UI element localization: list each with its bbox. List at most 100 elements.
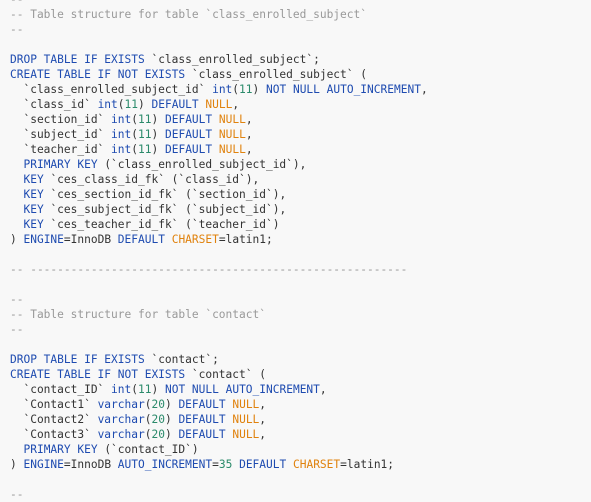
code-line: `contact_ID` int(11) NOT NULL AUTO_INCRE…	[10, 382, 591, 397]
sql-text: (`contact_ID`)	[97, 443, 199, 456]
sql-text: `class_enrolled_subject_id`	[10, 83, 213, 96]
sql-literal: NULL	[205, 98, 233, 111]
sql-text: `contact` (	[185, 368, 266, 381]
sql-text: )	[151, 383, 165, 396]
sql-keyword: KEY	[23, 203, 44, 216]
sql-text: ,	[232, 98, 240, 111]
sql-text	[10, 218, 23, 231]
sql-keyword: DEFAULT	[164, 128, 213, 141]
sql-text: )	[164, 398, 179, 411]
sql-comment: --	[10, 293, 24, 306]
code-line: CREATE TABLE IF NOT EXISTS `contact` (	[10, 367, 591, 382]
sql-text	[10, 158, 23, 171]
sql-text: =latin1;	[218, 233, 273, 246]
sql-text	[10, 443, 23, 456]
sql-keyword: PRIMARY KEY	[23, 158, 98, 171]
sql-keyword: DEFAULT	[239, 458, 287, 471]
code-line: ​	[10, 472, 591, 487]
sql-keyword: KEY	[23, 218, 44, 231]
sql-comment: -- Table structure for table `contact`	[10, 308, 266, 321]
sql-text: (	[131, 128, 139, 141]
sql-keyword: DEFAULT	[164, 143, 213, 156]
sql-keyword: ENGINE	[23, 458, 64, 471]
sql-text: (`class_enrolled_subject_id`),	[97, 158, 307, 171]
code-line: --	[10, 322, 591, 337]
sql-type: varchar	[97, 413, 145, 426]
sql-text: ,	[245, 113, 253, 126]
sql-text	[212, 113, 219, 126]
sql-text: `subject_id`	[10, 128, 112, 141]
sql-literal: NULL	[218, 113, 246, 126]
sql-literal: NULL	[232, 428, 260, 441]
sql-text: )	[151, 128, 165, 141]
code-line: --	[10, 22, 591, 37]
code-line: PRIMARY KEY (`class_enrolled_subject_id`…	[10, 157, 591, 172]
sql-text: `Contact2`	[10, 413, 98, 426]
sql-keyword: PRIMARY KEY	[23, 443, 98, 456]
sql-text: )	[10, 233, 24, 246]
code-line: ​	[10, 247, 591, 262]
sql-text: `class_id`	[10, 98, 98, 111]
sql-literal: CHARSET	[171, 233, 219, 246]
sql-text: ,	[259, 428, 267, 441]
sql-text	[286, 458, 293, 471]
code-line: -- Table structure for table `class_enro…	[10, 7, 591, 22]
code-line: CREATE TABLE IF NOT EXISTS `class_enroll…	[10, 67, 591, 82]
sql-text	[212, 143, 219, 156]
sql-keyword: KEY	[23, 188, 44, 201]
sql-text: ,	[245, 143, 253, 156]
code-line: `subject_id` int(11) DEFAULT NULL,	[10, 127, 591, 142]
sql-text: =	[212, 458, 219, 471]
sql-type: int	[111, 128, 132, 141]
sql-keyword: CREATE TABLE IF NOT EXISTS	[10, 368, 186, 381]
sql-keyword: ENGINE	[23, 233, 64, 246]
code-line: -- -------------------------------------…	[10, 262, 591, 277]
sql-code-block: ---- Table structure for table `class_en…	[10, 0, 591, 502]
code-line: `Contact1` varchar(20) DEFAULT NULL,	[10, 397, 591, 412]
sql-number: 11	[138, 143, 152, 156]
sql-number: 11	[138, 383, 152, 396]
sql-text: ,	[259, 413, 267, 426]
sql-comment: -- -------------------------------------…	[10, 263, 408, 276]
sql-literal: NULL	[218, 128, 246, 141]
sql-text: (	[232, 83, 240, 96]
sql-keyword: AUTO_INCREMENT	[117, 458, 213, 471]
sql-text: =InnoDB	[63, 458, 118, 471]
code-line: --	[10, 487, 591, 502]
sql-text: `contact_ID`	[10, 383, 112, 396]
sql-literal: NULL	[232, 413, 260, 426]
sql-comment: --	[10, 323, 24, 336]
sql-text: )	[10, 458, 24, 471]
code-line: `class_enrolled_subject_id` int(11) NOT …	[10, 82, 591, 97]
code-line: DROP TABLE IF EXISTS `class_enrolled_sub…	[10, 52, 591, 67]
sql-text: `ces_class_id_fk` (`class_id`),	[43, 173, 260, 186]
sql-literal: CHARSET	[292, 458, 341, 471]
sql-text: )	[151, 143, 165, 156]
sql-keyword: DEFAULT	[178, 428, 226, 441]
sql-comment: --	[10, 488, 24, 501]
code-line: DROP TABLE IF EXISTS `contact`;	[10, 352, 591, 367]
sql-number: 11	[138, 128, 152, 141]
sql-keyword: DROP TABLE IF EXISTS	[10, 353, 145, 366]
code-line: -- Table structure for table `contact`	[10, 307, 591, 322]
sql-text: `class_enrolled_subject`;	[144, 53, 320, 66]
code-line: --	[10, 0, 591, 7]
sql-number: 11	[124, 98, 139, 111]
sql-type: int	[111, 383, 132, 396]
sql-keyword: NOT NULL AUTO_INCREMENT	[164, 383, 320, 396]
sql-text: `Contact1`	[10, 398, 98, 411]
sql-keyword: DEFAULT	[164, 113, 213, 126]
sql-text: ,	[420, 83, 428, 96]
sql-text	[10, 203, 23, 216]
sql-keyword: DEFAULT	[151, 98, 199, 111]
code-line: ) ENGINE=InnoDB AUTO_INCREMENT=35 DEFAUL…	[10, 457, 591, 472]
sql-keyword: KEY	[23, 173, 44, 186]
code-line: ​	[10, 277, 591, 292]
sql-text: `section_id`	[10, 113, 112, 126]
code-line: --	[10, 292, 591, 307]
sql-type: int	[212, 83, 233, 96]
sql-text: `ces_section_id_fk` (`section_id`),	[43, 188, 287, 201]
sql-text	[10, 188, 23, 201]
code-line: KEY `ces_subject_id_fk` (`subject_id`),	[10, 202, 591, 217]
